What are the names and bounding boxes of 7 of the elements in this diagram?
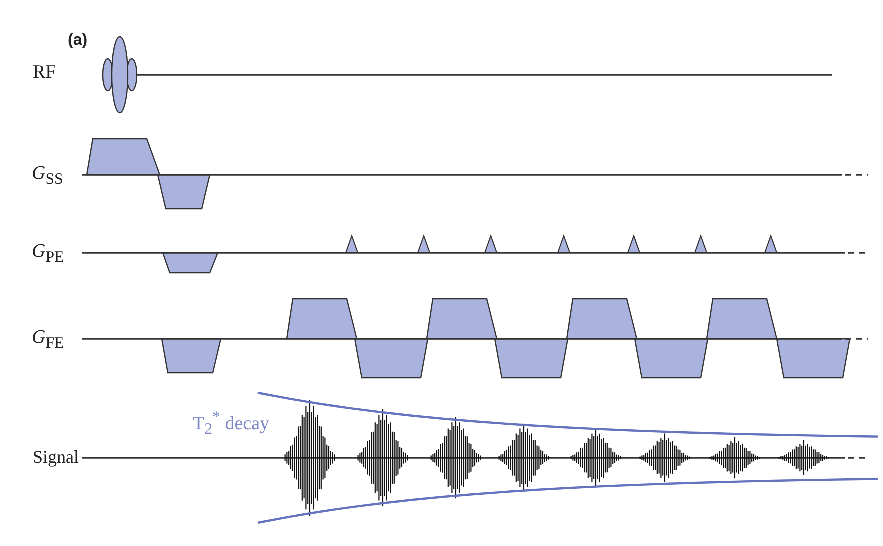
decay-label: T$_{2}$$^{*}$ decay bbox=[193, 410, 270, 438]
axis-label: G$_{FE}$ bbox=[32, 328, 64, 352]
axis-label: RF bbox=[33, 63, 56, 82]
axis-label: G$_{SS}$ bbox=[32, 164, 64, 188]
axis-label: Signal bbox=[33, 448, 80, 466]
axis-label: G$_{PE}$ bbox=[32, 242, 64, 266]
panel-label: (a) bbox=[68, 33, 88, 49]
